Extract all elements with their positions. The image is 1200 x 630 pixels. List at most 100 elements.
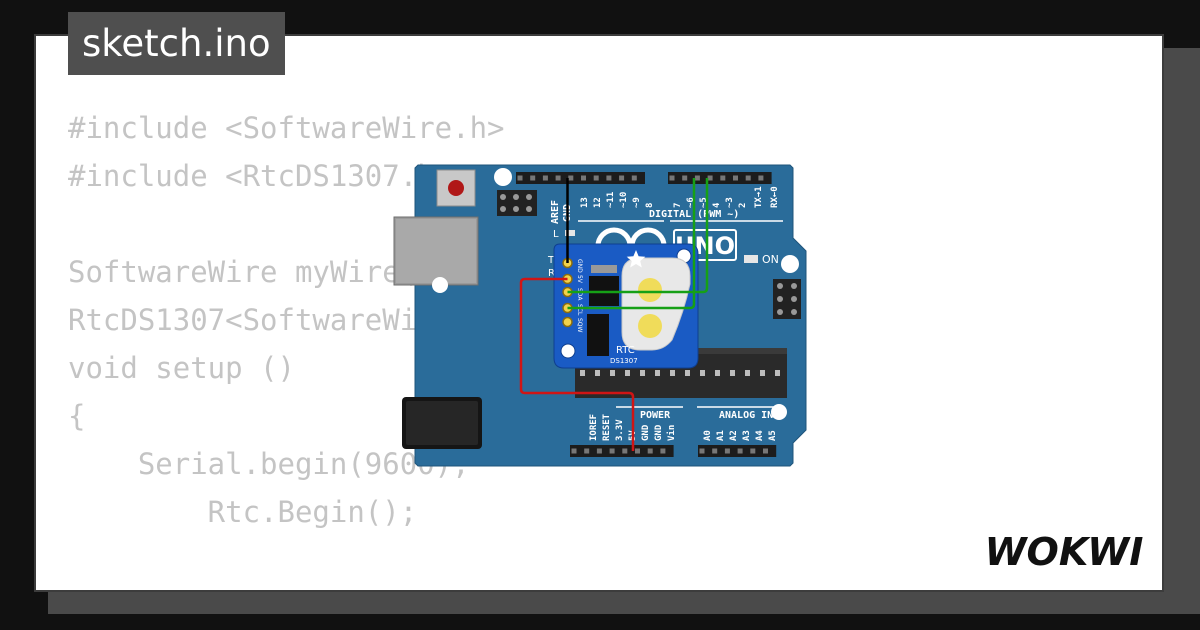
sketch-filename: sketch.ino — [68, 12, 285, 75]
wire-scl[interactable] — [567, 178, 696, 310]
wokwi-logo[interactable]: WOKWI — [978, 527, 1150, 573]
digital-header-left-pin[interactable] — [568, 175, 574, 181]
analog-pin-label: A5 — [768, 430, 778, 441]
analog-header-pin[interactable] — [712, 448, 718, 454]
power-pin-label: Vin — [666, 425, 677, 441]
digital-header-right-pin[interactable] — [745, 175, 751, 181]
digital-pin-label: ~5 — [699, 197, 709, 208]
digital-header-right-pin[interactable] — [669, 175, 675, 181]
power-header-pin[interactable] — [609, 448, 615, 454]
rtc-pin-label: SDA — [576, 288, 583, 301]
power-header-pin[interactable] — [584, 448, 590, 454]
digital-pin-label: ~10 — [619, 192, 629, 208]
chip-pin — [580, 370, 585, 376]
digital-pin-label: 4 — [712, 202, 722, 208]
rtc-capacitor — [587, 314, 609, 356]
digital-pin-label: 8 — [645, 203, 655, 208]
analog-header[interactable] — [698, 445, 777, 457]
power-header[interactable] — [570, 445, 674, 457]
rtc-pin-label: GND — [576, 259, 583, 273]
mount-hole — [771, 404, 787, 420]
chip-pin — [715, 370, 720, 376]
power-jack-face — [406, 401, 478, 445]
digital-header-right-pin[interactable] — [682, 175, 688, 181]
analog-header-pin[interactable] — [699, 448, 705, 454]
code-line: #include <RtcDS1307.h> — [68, 159, 453, 193]
chip-pin — [655, 370, 660, 376]
chip-pin — [700, 370, 705, 376]
chip-pin — [730, 370, 735, 376]
digital-header-left-pin[interactable] — [530, 175, 536, 181]
icsp-header-left — [497, 190, 537, 216]
digital-header-left-pin[interactable] — [619, 175, 625, 181]
digital-pin-label: TX→1 — [754, 186, 764, 208]
digital-header-right-pin[interactable] — [733, 175, 738, 181]
power-pin-label: GND — [654, 424, 664, 441]
power-header-pin[interactable] — [660, 448, 666, 454]
digital-header-right-pin[interactable] — [707, 175, 713, 181]
digital-pin-label: ~6 — [686, 197, 696, 208]
icsp-header-right — [773, 279, 801, 319]
digital-header-left-pin[interactable] — [631, 175, 637, 181]
digital-header-left-pin[interactable] — [517, 175, 523, 181]
aref-label: AREF — [550, 200, 561, 224]
digital-header-left-pin[interactable] — [555, 175, 561, 181]
digital-header[interactable] — [516, 172, 772, 184]
mount-hole — [494, 168, 512, 186]
rtc-pin-label: SQW — [576, 318, 583, 333]
wire-sda[interactable] — [567, 178, 709, 294]
analog-pin-label: A2 — [729, 430, 739, 441]
rtc-crystal — [591, 265, 617, 273]
analog-header-body — [698, 445, 777, 457]
power-header-pin[interactable] — [571, 448, 577, 454]
digital-pin-label: ~11 — [606, 192, 616, 208]
analog-header-pin[interactable] — [763, 448, 768, 454]
digital-header-left-pin[interactable] — [606, 175, 612, 181]
digital-header-left-pin[interactable] — [581, 175, 586, 181]
digital-pin-label: 12 — [593, 197, 603, 208]
chip-pin — [640, 370, 645, 376]
digital-header-left-pin[interactable] — [542, 175, 548, 181]
chip-pin — [625, 370, 630, 376]
digital-pin-label: RX←0 — [770, 186, 780, 208]
chip-pin — [670, 370, 675, 376]
digital-header-left-pin[interactable] — [593, 175, 599, 181]
mount-hole — [432, 277, 448, 293]
wokwi-logo-text: WOKWI — [985, 530, 1144, 573]
code-line: Rtc.Begin(); — [68, 495, 418, 529]
rtc-pin[interactable] — [562, 316, 573, 328]
on-label: ON — [762, 253, 779, 266]
reset-button[interactable] — [448, 180, 464, 196]
chip-pin — [595, 370, 600, 376]
digital-header-right-pin[interactable] — [758, 175, 764, 181]
power-header-pin[interactable] — [622, 448, 628, 454]
analog-pin-label: A1 — [716, 430, 726, 441]
digital-header-right-pin[interactable] — [694, 175, 700, 181]
atmega-chip-pins — [580, 370, 780, 376]
digital-pin-label: 13 — [580, 197, 590, 208]
analog-header-pin[interactable] — [737, 448, 743, 454]
code-line: { — [68, 399, 86, 433]
usb-port-face — [396, 219, 476, 283]
analog-pin-label: A0 — [703, 430, 713, 441]
l-led — [565, 230, 575, 236]
wires[interactable] — [519, 178, 709, 451]
adafruit-star-icon — [626, 250, 646, 268]
power-pin-label: 3.3V — [615, 419, 625, 441]
wire-5v[interactable] — [519, 277, 635, 451]
analog-header-pin[interactable] — [724, 448, 730, 454]
l-led-label: L — [553, 229, 559, 240]
power-header-pin[interactable] — [647, 448, 653, 454]
power-header-pin[interactable] — [635, 448, 640, 454]
analog-header-pin[interactable] — [750, 448, 756, 454]
power-header-body — [570, 445, 674, 457]
digital-pin-label: ~3 — [725, 197, 735, 208]
power-pin-label: RESET — [602, 413, 612, 441]
battery-holder — [621, 257, 691, 351]
power-header-pin[interactable] — [596, 448, 602, 454]
digital-header-right-pin[interactable] — [720, 175, 726, 181]
code-line: void setup () — [68, 351, 295, 385]
